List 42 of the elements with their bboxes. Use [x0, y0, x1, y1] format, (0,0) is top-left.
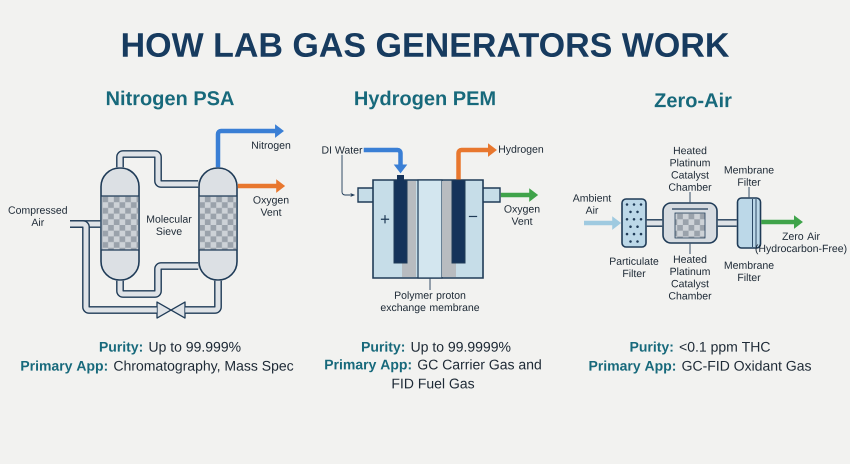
catalyst-chamber — [662, 202, 718, 244]
flow-label: Oxygen Vent — [253, 196, 288, 216]
electrode — [442, 180, 466, 277]
panel-heading: Hydrogen PEM — [355, 90, 495, 110]
membrane-strip — [417, 179, 443, 279]
spec-text: Purity: <0.1 ppm THC — [630, 341, 770, 355]
title: HOW LAB GAS GENERATORS WORK — [122, 32, 730, 58]
pipe — [70, 220, 157, 314]
flow-label: Hydrogen — [499, 145, 544, 155]
spec-text: Primary App: GC-FID Oxidant Gas — [589, 360, 811, 374]
flow-label: Oxygen Vent — [504, 205, 540, 225]
polarity-sign: + — [380, 215, 390, 224]
flow-label: Compressed Air — [8, 206, 67, 226]
part-label: Membrane Filter — [724, 261, 774, 282]
flow-label: Nitrogen — [252, 141, 290, 151]
part-label: Heated Platinum Catalyst Chamber — [668, 255, 712, 300]
panel-heading: Nitrogen PSA — [106, 90, 234, 110]
pipe — [646, 219, 662, 227]
filter-cartridge — [621, 198, 647, 248]
pipe — [185, 280, 222, 314]
valve-symbol — [156, 301, 186, 319]
flow-label: Zero Air (Hydrocarbon-Free) — [756, 232, 846, 254]
part-label: Heated Platinum Catalyst Chamber — [668, 146, 712, 191]
adsorption-tower — [198, 167, 238, 281]
electrode — [394, 175, 416, 277]
spec-text: Purity: Up to 99.9999% — [362, 341, 510, 355]
spec-text: Purity: Up to 99.999% — [100, 341, 241, 355]
spec-text: Primary App: Chromatography, Mass Spec — [21, 360, 294, 374]
spec-text: Primary App: GC Carrier Gas and FID Fuel Gas — [325, 359, 541, 388]
adsorption-tower — [100, 167, 140, 281]
polarity-sign: − — [468, 216, 478, 218]
flow-label: DI Water — [322, 146, 362, 154]
part-label: Membrane Filter — [724, 166, 774, 186]
pipe — [718, 219, 737, 227]
part-label: Polymer proton exchange membrane — [380, 291, 480, 314]
part-label: Particulate Filter — [610, 257, 658, 278]
pipe — [116, 262, 198, 298]
panel-heading: Zero-Air — [654, 92, 732, 108]
pipe — [116, 150, 198, 188]
flow-label: Ambient Air — [572, 194, 612, 214]
leader-line — [748, 186, 750, 198]
part-label: Molecular Sieve — [147, 215, 192, 235]
